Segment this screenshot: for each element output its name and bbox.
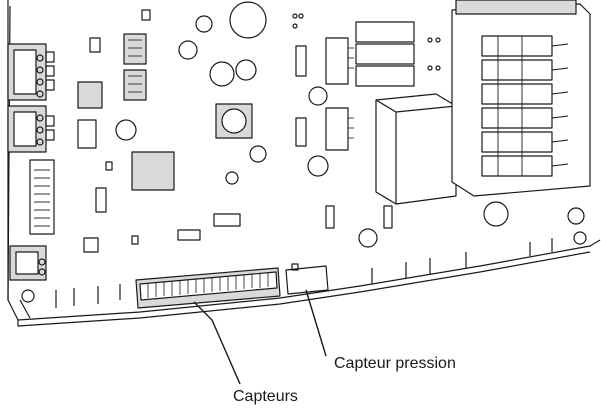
pressure-sensor-connector <box>285 263 329 295</box>
push-button <box>215 103 253 139</box>
small-relays <box>355 21 441 87</box>
sensor-connector-strip <box>135 267 281 309</box>
board-outline <box>7 0 601 327</box>
microcontroller-chip <box>131 151 175 191</box>
left-terminal-block-middle <box>7 105 55 153</box>
pressure-sensor-label: Capteur pression <box>334 355 456 372</box>
sensors-label: Capteurs <box>233 388 298 405</box>
ribbon-header <box>29 159 55 235</box>
power-relay <box>375 93 457 205</box>
left-terminal-block-bottom <box>9 245 47 303</box>
right-terminal-block <box>451 0 591 197</box>
side-connectors <box>325 37 354 151</box>
leader-lines <box>193 289 327 385</box>
dip-switches <box>123 33 147 101</box>
capacitors <box>115 1 587 248</box>
left-terminal-block-top <box>7 43 55 101</box>
